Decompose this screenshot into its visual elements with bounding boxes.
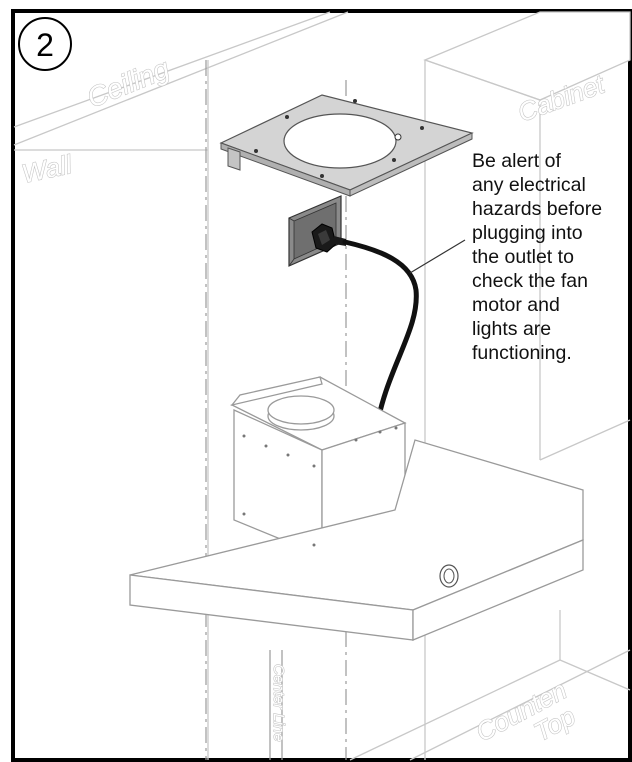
range-hood <box>129 376 584 641</box>
note-line: any electrical <box>472 174 586 196</box>
bracket-screw-hole <box>285 115 289 119</box>
bracket-screw-hole <box>420 126 424 130</box>
note-line: functioning. <box>472 342 572 364</box>
note-leader-line <box>409 239 466 274</box>
bracket-screw-hole <box>254 149 258 153</box>
ceiling-label: Ceiling <box>83 53 174 114</box>
ceiling-line-lower <box>13 11 349 146</box>
note-line: lights are <box>472 318 552 340</box>
bracket-screw-hole <box>392 158 396 162</box>
bracket-screw-hole <box>353 99 357 103</box>
power-cord <box>342 239 419 435</box>
ceiling-line-upper <box>13 11 331 128</box>
wall-label: Wall <box>19 149 75 189</box>
mounting-bracket <box>219 94 474 197</box>
room-lines <box>13 11 349 760</box>
note-line: Be alert of <box>472 150 561 172</box>
note-line: the outlet to <box>472 246 574 268</box>
hood-control-knob <box>439 564 459 588</box>
electrical-hazard-note: Be alert of any electrical hazards befor… <box>472 149 632 365</box>
bracket-screw-hole <box>394 133 402 141</box>
range-hood-screws <box>242 426 398 547</box>
note-line: hazards before <box>472 198 603 220</box>
countertop <box>349 610 631 761</box>
bracket-duct-opening <box>283 113 397 169</box>
bracket-screw-hole <box>320 174 324 178</box>
note-line: motor and <box>472 294 560 316</box>
note-line: plugging into <box>472 222 583 244</box>
step-indicator: 2 <box>18 17 72 71</box>
cabinet <box>423 11 631 760</box>
center-line-label: Center Line <box>270 664 287 742</box>
step-number: 2 <box>36 27 54 63</box>
power-plug <box>311 223 346 253</box>
note-line: check the fan <box>472 270 588 292</box>
diagram-frame <box>11 9 632 762</box>
